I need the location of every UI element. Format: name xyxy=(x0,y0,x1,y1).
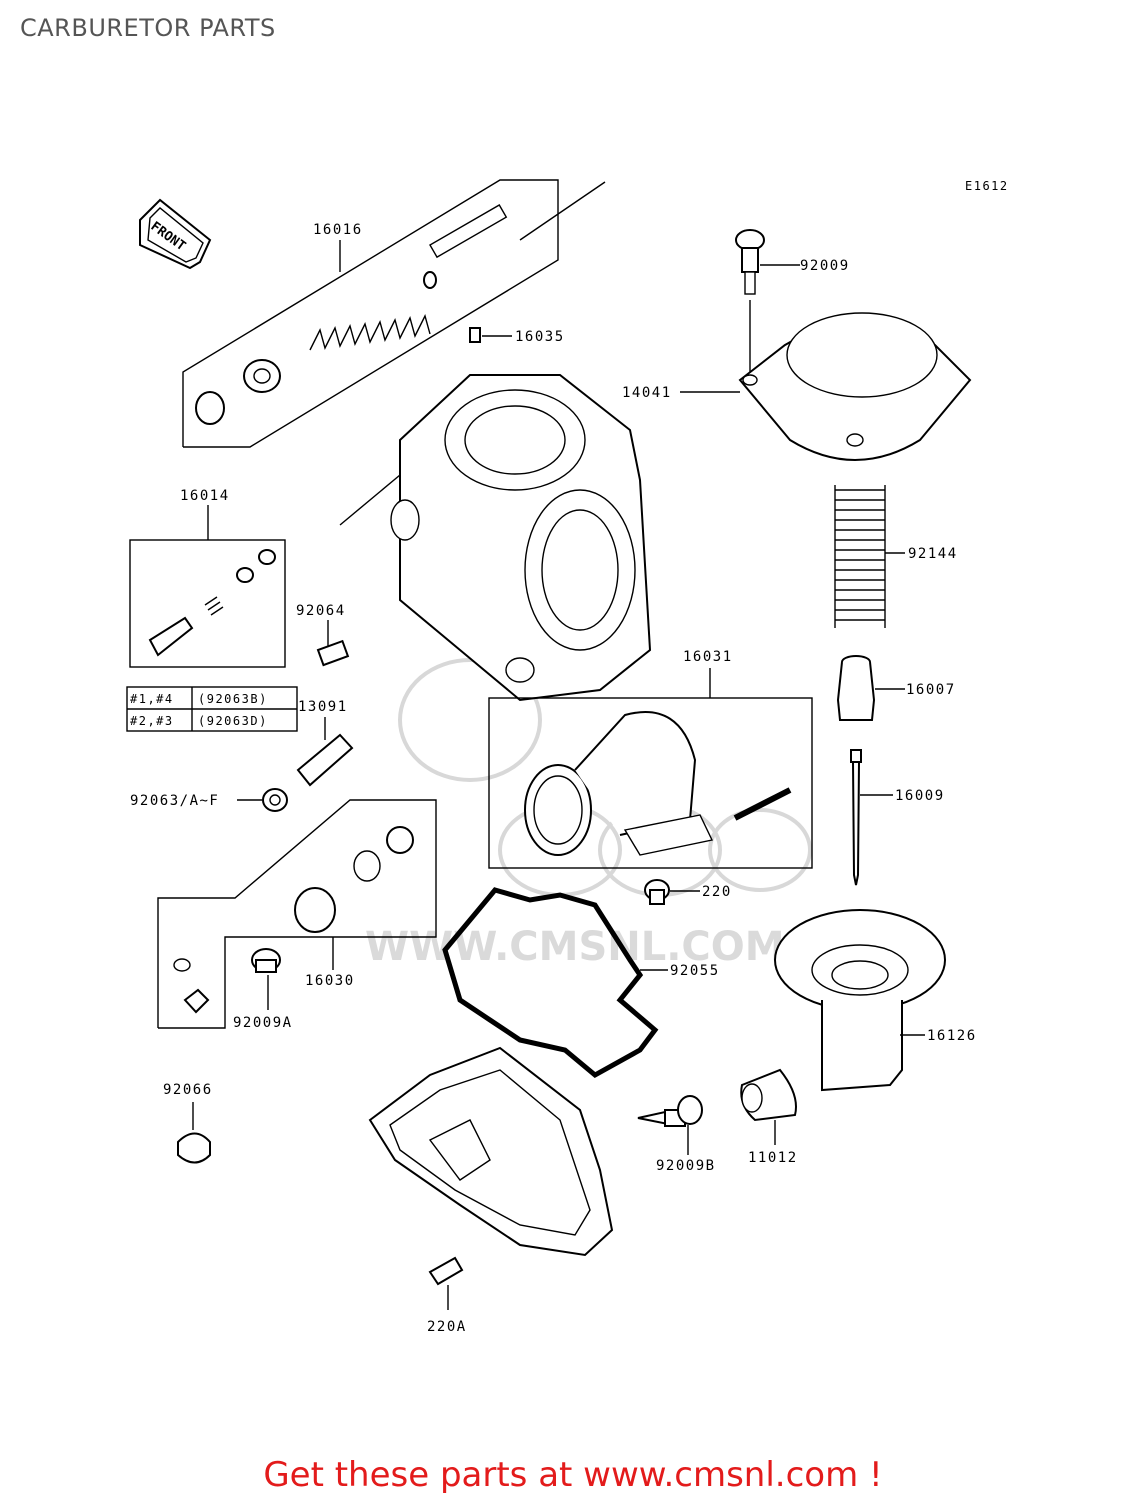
label-92064: 92064 xyxy=(296,603,346,619)
part-92055-group: 92055 xyxy=(442,887,720,1079)
label-14041: 14041 xyxy=(622,385,672,401)
part-16035-group: 16035 xyxy=(469,327,565,345)
label-92063af: 92063/A~F xyxy=(130,793,219,809)
part-14041-group: 14041 xyxy=(622,312,972,461)
part-92066-group: 92066 xyxy=(163,1082,213,1164)
label-220a: 220A xyxy=(427,1319,467,1335)
label-16126: 16126 xyxy=(927,1028,977,1044)
drawing-code: E1612 xyxy=(965,179,1009,193)
label-13091: 13091 xyxy=(298,699,348,715)
footer-promo-link[interactable]: Get these parts at www.cmsnl.com ! xyxy=(263,1455,883,1495)
carburetor-exploded-diagram: WWW.CMSNL.COM E1612 FRONT 16016 16035 xyxy=(126,179,1009,1335)
part-11012-group: 11012 xyxy=(740,1068,798,1166)
label-16035: 16035 xyxy=(515,329,565,345)
part-92009-group: 92009 xyxy=(735,229,850,375)
part-16016-group: 16016 xyxy=(182,179,606,448)
label-220: 220 xyxy=(702,884,732,900)
page-title: CARBURETOR PARTS xyxy=(20,14,276,42)
carburetor-body xyxy=(339,374,652,702)
label-11012: 11012 xyxy=(748,1150,798,1166)
label-92055: 92055 xyxy=(670,963,720,979)
part-16014-group: 16014 xyxy=(129,488,286,668)
part-220-group: 220 xyxy=(644,879,732,905)
part-13091-group: 13091 xyxy=(296,699,354,787)
label-92009b: 92009B xyxy=(656,1158,716,1174)
part-92144-group: 92144 xyxy=(834,485,958,628)
label-16031: 16031 xyxy=(683,649,733,665)
part-92009a-group: 92009A xyxy=(233,948,293,1031)
front-arrow-icon: FRONT xyxy=(139,198,212,270)
label-16016: 16016 xyxy=(313,222,363,238)
variant-row-2-cyl: #2,#3 xyxy=(130,714,174,728)
watermark-text: WWW.CMSNL.COM xyxy=(365,924,785,970)
label-92066: 92066 xyxy=(163,1082,213,1098)
part-16009-group: 16009 xyxy=(850,749,945,886)
variant-row-2-part: (92063D) xyxy=(198,714,268,728)
part-16031-group: 16031 xyxy=(488,649,813,869)
label-16030: 16030 xyxy=(305,973,355,989)
part-220a-group: 220A xyxy=(427,1256,467,1335)
part-16007-group: 16007 xyxy=(836,655,956,721)
variant-row-1-part: (92063B) xyxy=(198,692,268,706)
label-16009: 16009 xyxy=(895,788,945,804)
variant-table: #1,#4 (92063B) #2,#3 (92063D) xyxy=(126,686,298,732)
part-16030-group: 16030 xyxy=(157,799,437,1029)
float-bowl xyxy=(368,1046,614,1257)
variant-row-1-cyl: #1,#4 xyxy=(130,692,174,706)
part-92064-group: 92064 xyxy=(296,603,350,667)
label-92009: 92009 xyxy=(800,258,850,274)
part-92063-group: 92063/A~F xyxy=(130,788,288,812)
part-92009b-group: 92009B xyxy=(637,1095,716,1174)
label-16007: 16007 xyxy=(906,682,956,698)
label-92144: 92144 xyxy=(908,546,958,562)
label-92009a: 92009A xyxy=(233,1015,293,1031)
part-16126-group: 16126 xyxy=(774,909,977,1092)
label-16014: 16014 xyxy=(180,488,230,504)
